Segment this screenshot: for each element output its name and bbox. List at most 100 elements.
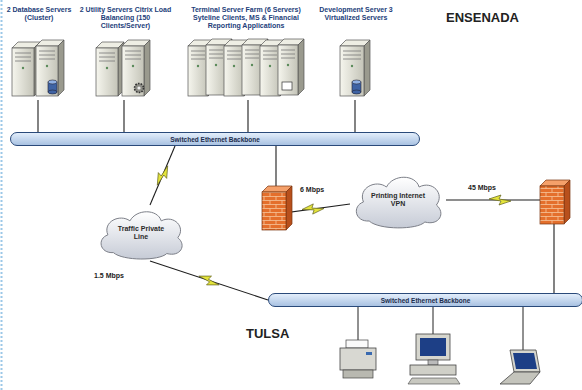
server-group: 2 Utility Servers Citrix Load Balancing … bbox=[78, 4, 173, 100]
drive-bay bbox=[343, 55, 361, 56]
server-tower bbox=[278, 39, 304, 95]
tower-front bbox=[122, 46, 144, 96]
laptop-screen bbox=[513, 353, 537, 369]
power-light bbox=[197, 65, 199, 67]
cylinder-base bbox=[352, 90, 361, 94]
drive-bay bbox=[39, 55, 55, 56]
lightning-symbol bbox=[157, 166, 167, 185]
firewall-front bbox=[262, 192, 286, 230]
site-label: TULSA bbox=[246, 326, 289, 341]
gear-teeth bbox=[135, 84, 144, 93]
tower-front bbox=[12, 48, 34, 96]
lightning-symbol bbox=[302, 204, 324, 214]
drive-bay bbox=[191, 59, 205, 60]
node-text: Traffic Private Line bbox=[111, 225, 171, 241]
firewall-side bbox=[564, 180, 570, 224]
tower-front bbox=[242, 45, 262, 95]
cloud-shape bbox=[356, 177, 441, 228]
drive-bay bbox=[125, 51, 141, 52]
tower-front bbox=[206, 45, 226, 95]
printer-body bbox=[340, 348, 376, 370]
cylinder-top bbox=[48, 80, 57, 84]
network-cloud: Traffic Private Line bbox=[95, 205, 187, 261]
monitor-screen bbox=[420, 338, 446, 356]
tower-front bbox=[36, 46, 58, 96]
text-holder: 2 Database Servers (Cluster) bbox=[3, 4, 75, 22]
server-group: Development Server 3 Virtualized Servers bbox=[318, 4, 394, 100]
desktop-case bbox=[410, 365, 456, 375]
lightning-symbol bbox=[489, 195, 511, 205]
text-holder: Switched Ethernet Backbone bbox=[381, 297, 471, 304]
tower-front bbox=[340, 46, 364, 96]
drive-bay bbox=[39, 59, 55, 60]
server-group: 2 Database Servers (Cluster) bbox=[3, 4, 75, 100]
power-light bbox=[233, 65, 235, 67]
firewall-side bbox=[286, 186, 292, 230]
firewall-front bbox=[540, 186, 564, 224]
monitor-frame bbox=[416, 334, 450, 360]
backbone-band: Switched Ethernet Backbone bbox=[10, 132, 420, 146]
screen-symbol bbox=[282, 82, 292, 90]
drive-bay bbox=[227, 51, 241, 52]
gear-symbol bbox=[135, 84, 144, 93]
node-text: 2 Database Servers (Cluster) bbox=[3, 4, 75, 22]
drive-bay bbox=[39, 51, 55, 52]
printer-icon bbox=[340, 340, 376, 378]
drive-bay bbox=[125, 59, 141, 60]
network-link bbox=[247, 100, 248, 132]
network-link bbox=[446, 200, 554, 293]
power-light bbox=[287, 64, 289, 66]
laptop-base bbox=[500, 372, 540, 384]
node-text: Terminal Server Farm (6 Servers) Sytelin… bbox=[180, 4, 312, 30]
drive-bay bbox=[125, 55, 141, 56]
drive-bay bbox=[281, 50, 295, 51]
server-tower bbox=[36, 40, 64, 96]
keyboard bbox=[408, 378, 460, 384]
drive-bay bbox=[263, 59, 277, 60]
text-holder: Development Server 3 Virtualized Servers bbox=[318, 4, 394, 22]
tower-front bbox=[260, 46, 280, 96]
power-light bbox=[106, 67, 108, 69]
power-light bbox=[132, 65, 134, 67]
cylinder-base bbox=[48, 90, 57, 94]
node-text: 2 Utility Servers Citrix Load Balancing … bbox=[78, 4, 173, 30]
tower-front bbox=[224, 46, 244, 96]
tower-side bbox=[144, 40, 150, 96]
link-speed: 45 Mbps bbox=[466, 184, 498, 191]
printer-panel bbox=[366, 352, 372, 355]
firewall-icon bbox=[262, 186, 292, 230]
firewall-icon bbox=[540, 180, 570, 224]
drive-bay bbox=[15, 61, 31, 62]
database-symbol bbox=[352, 80, 361, 94]
gear-hub bbox=[137, 86, 140, 89]
drive-bay bbox=[281, 58, 295, 59]
server-tower bbox=[340, 40, 370, 96]
drive-bay bbox=[245, 50, 259, 51]
drive-bay bbox=[227, 59, 241, 60]
power-light bbox=[251, 64, 253, 66]
drive-bay bbox=[15, 57, 31, 58]
server-group: Terminal Server Farm (6 Servers) Sytelin… bbox=[180, 4, 312, 100]
text-holder: Switched Ethernet Backbone bbox=[170, 136, 260, 143]
page-border bbox=[1, 0, 3, 390]
tower-side bbox=[58, 40, 64, 96]
node-text: Development Server 3 Virtualized Servers bbox=[318, 4, 394, 22]
drive-bay bbox=[209, 58, 223, 59]
drive-bay bbox=[191, 55, 205, 56]
drive-bay bbox=[343, 59, 361, 60]
text-holder: 2 Utility Servers Citrix Load Balancing … bbox=[78, 4, 173, 30]
text-holder: Terminal Server Farm (6 Servers) Sytelin… bbox=[180, 4, 312, 30]
cloud-shape bbox=[101, 212, 182, 259]
site-label: ENSENADA bbox=[446, 10, 519, 25]
power-light bbox=[351, 65, 353, 67]
network-cloud: Printing Internet VPN bbox=[350, 170, 446, 230]
network-drop bbox=[433, 307, 434, 334]
network-link bbox=[354, 100, 355, 132]
tower-front bbox=[96, 48, 118, 96]
network-drop bbox=[523, 307, 524, 350]
drive-bay bbox=[263, 55, 277, 56]
drive-bay bbox=[191, 51, 205, 52]
network-link bbox=[123, 100, 124, 132]
desktop-icon bbox=[408, 334, 460, 384]
